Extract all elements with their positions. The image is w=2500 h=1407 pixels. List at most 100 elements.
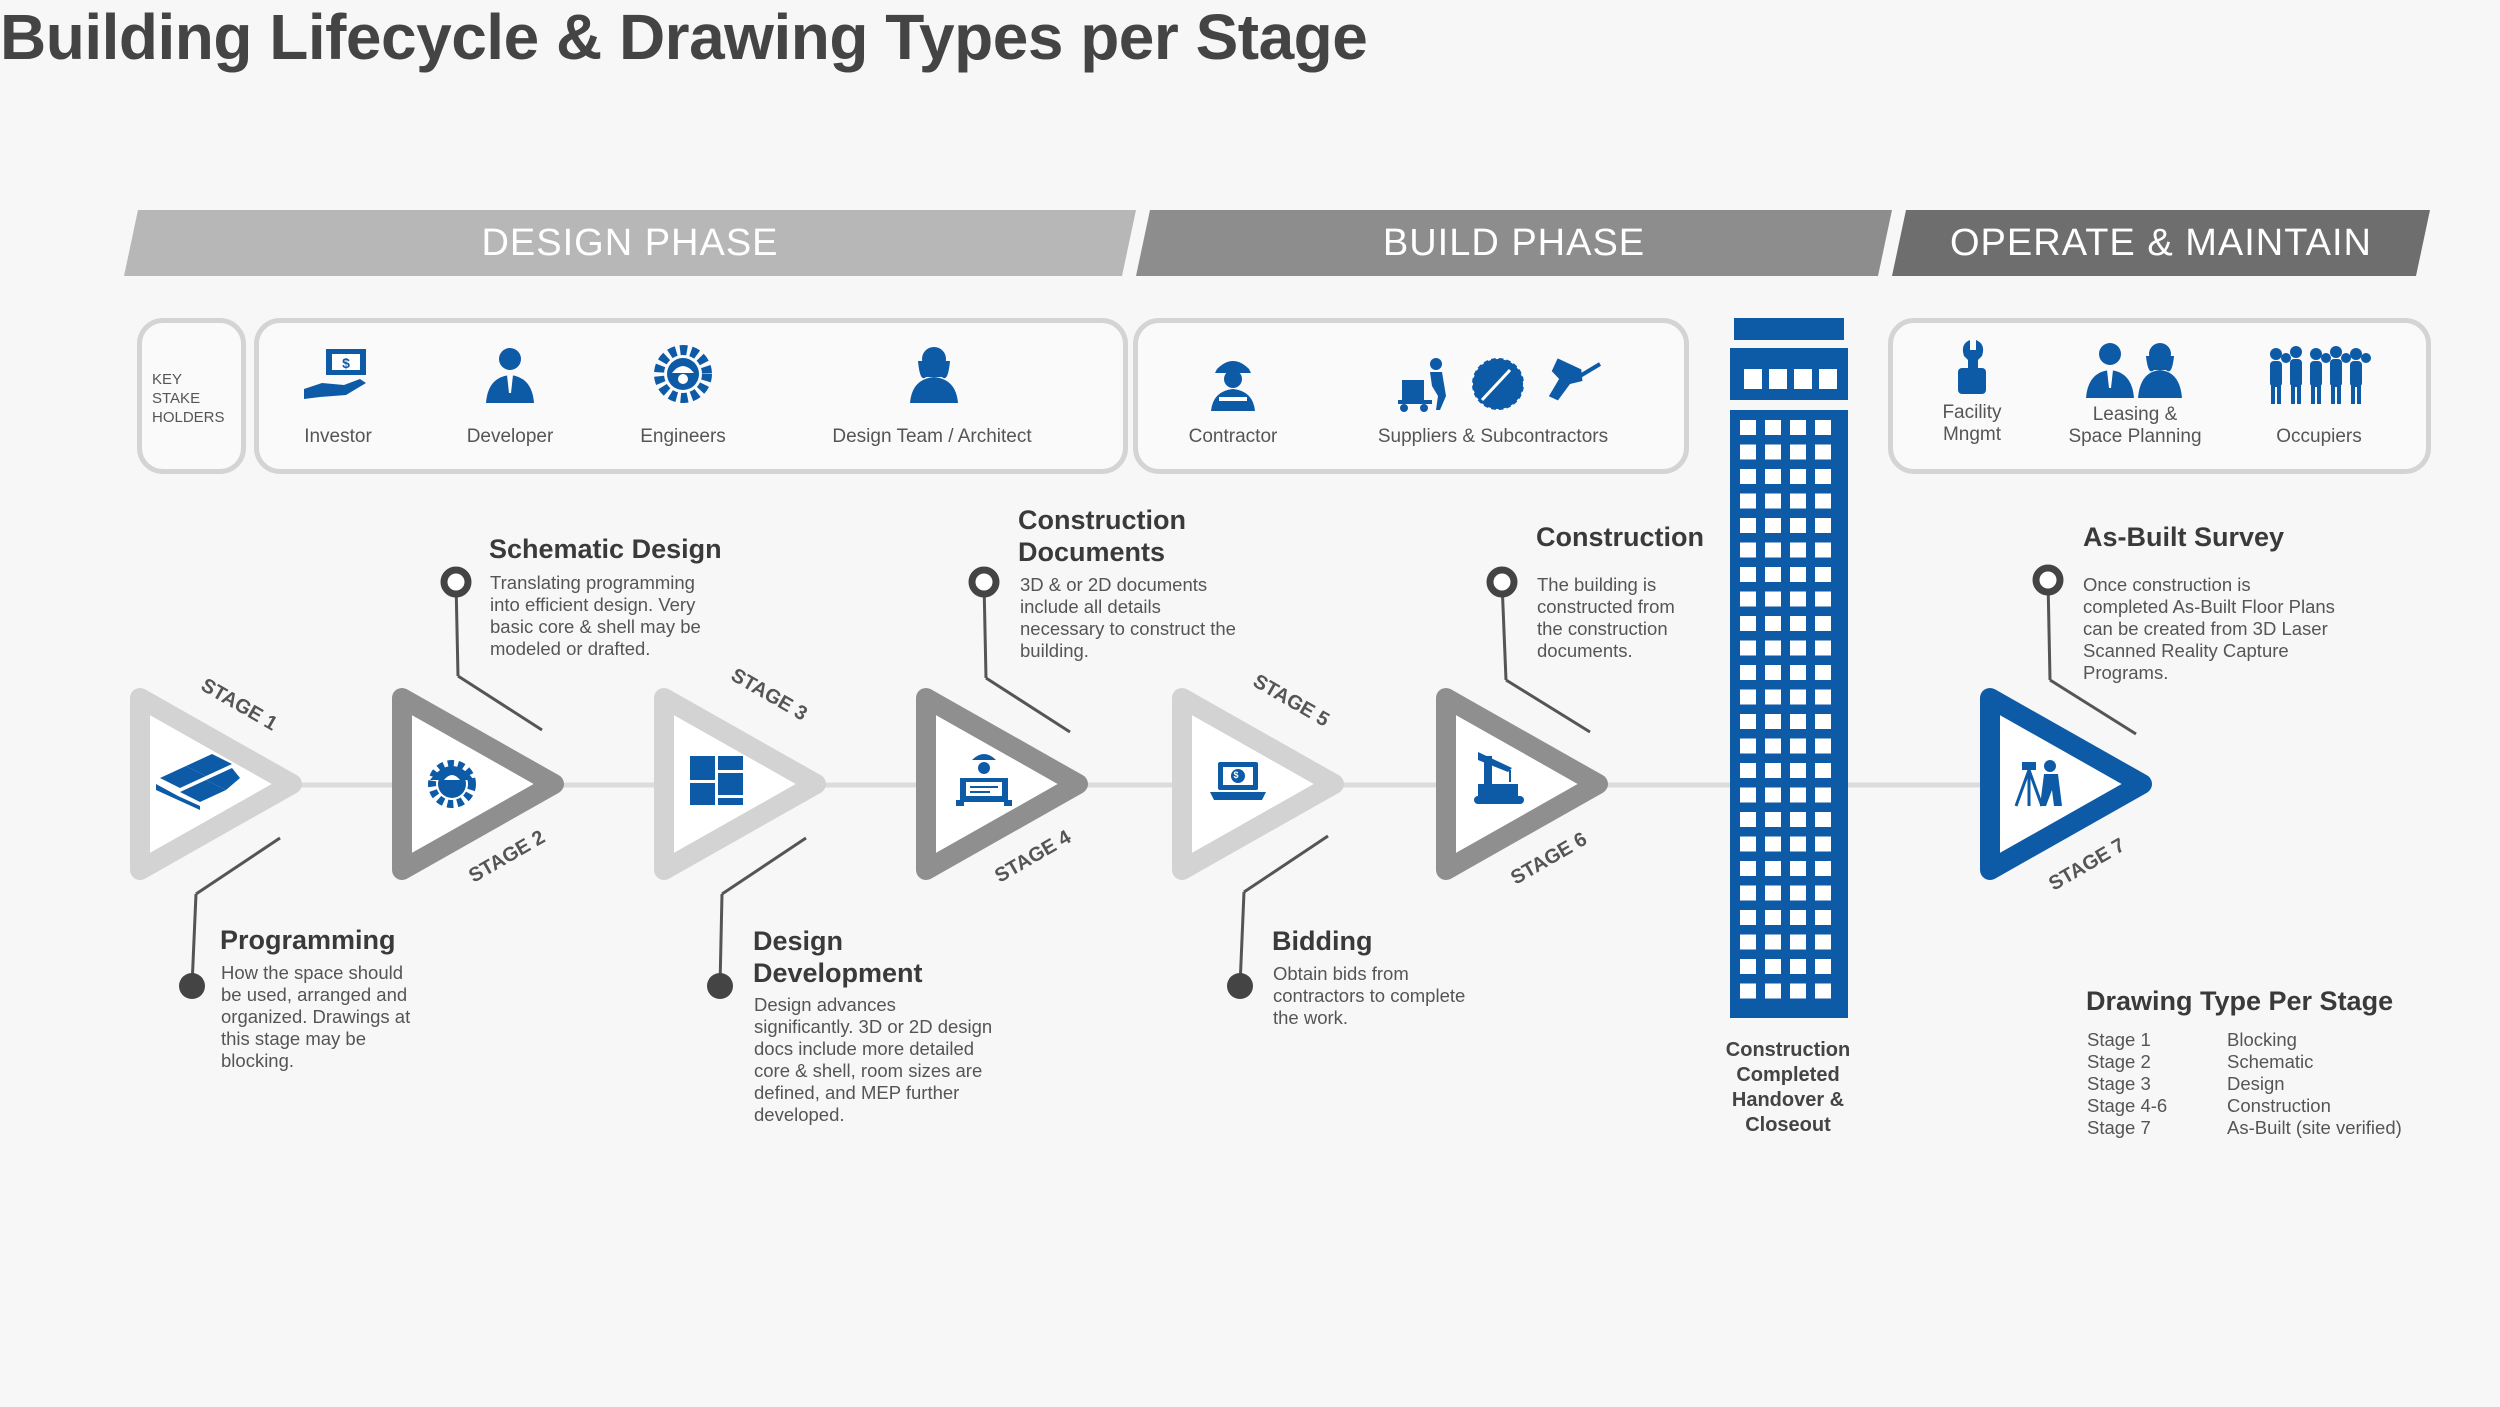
- tower-window: [1815, 444, 1831, 460]
- tower-window: [1815, 591, 1831, 607]
- desc-line: 3D & or 2D documents: [1020, 574, 1208, 595]
- tower-window: [1765, 738, 1781, 754]
- table-cell: Stage 4-6: [2087, 1095, 2168, 1116]
- table-cell: Stage 1: [2087, 1029, 2151, 1050]
- money-hand-icon: $: [304, 349, 366, 399]
- stage-3-marker: [707, 973, 733, 999]
- tower-window: [1815, 983, 1831, 999]
- tower-window: [1740, 469, 1756, 484]
- tower-window: [1765, 689, 1781, 705]
- label-line: Facility: [1942, 402, 2002, 423]
- desc-line: How the space should: [221, 962, 404, 983]
- tower-window: [1815, 542, 1831, 558]
- key-stakeholders-box: [137, 318, 246, 474]
- desc-line: defined, and MEP further: [754, 1082, 960, 1103]
- tower-window: [1790, 738, 1806, 754]
- drawing-type-type-column: Blocking Schematic Design Construction A…: [2227, 1029, 2402, 1139]
- tower-window: [1740, 518, 1756, 533]
- tower-window: [1790, 567, 1806, 582]
- desc-line: docs include more detailed: [754, 1038, 975, 1059]
- stage-6-marker: [1486, 566, 1518, 598]
- tower-window: [1815, 567, 1831, 582]
- desc-line: Programs.: [2083, 662, 2169, 683]
- key-stakeholders-label: KEY STAKE HOLDERS: [152, 370, 225, 427]
- build-phase-banner: BUILD PHASE: [1136, 210, 1892, 276]
- tower-window: [1815, 689, 1831, 705]
- tower-window: [1765, 910, 1781, 925]
- stage-2-triangle: [392, 688, 564, 880]
- tower-window: [1790, 542, 1806, 558]
- operate-phase-banner: OPERATE & MAINTAIN: [1892, 210, 2430, 276]
- svg-text:$: $: [1233, 770, 1238, 780]
- title-line: Construction: [1536, 522, 1704, 552]
- desc-line: developed.: [754, 1104, 845, 1125]
- facility-wrench-icon: [1958, 340, 1986, 394]
- tower-window: [1740, 910, 1756, 925]
- desc-line: blocking.: [221, 1050, 295, 1071]
- label-line: Mngmt: [1942, 424, 2002, 445]
- gear-helmet-icon: [428, 760, 476, 808]
- tower-window: [1740, 738, 1756, 754]
- tower-window: [1765, 763, 1781, 778]
- stage-6-triangle: [1436, 688, 1608, 880]
- key-label-line: STAKE: [152, 390, 201, 407]
- tower-window: [1790, 787, 1806, 803]
- stage-5-marker: [1227, 973, 1253, 999]
- supplier-cart-icon: [1398, 358, 1446, 412]
- desc-line: Scanned Reality Capture: [2083, 640, 2289, 661]
- drawing-type-title: Drawing Type Per Stage: [2086, 986, 2394, 1016]
- stage-3-tag: STAGE 3: [727, 664, 811, 725]
- tower-window: [1790, 665, 1806, 680]
- desc-line: can be created from 3D Laser: [2083, 618, 2328, 639]
- table-cell: Design: [2227, 1073, 2285, 1094]
- tower-window: [1790, 959, 1806, 974]
- tower-window: [1765, 812, 1781, 827]
- tower-window: [1790, 836, 1806, 852]
- title-line: Construction: [1018, 505, 1186, 535]
- table-cell: Construction: [2227, 1095, 2331, 1116]
- tower-window: [1815, 493, 1831, 509]
- stakeholder-developer: Developer: [466, 426, 554, 447]
- design-phase-banner: DESIGN PHASE: [124, 210, 1136, 276]
- tower-window: [1815, 420, 1831, 435]
- stage-7-triangle: [1980, 688, 2152, 880]
- stakeholder-design-team: Design Team / Architect: [832, 426, 1032, 447]
- desc-line: building.: [1020, 640, 1089, 661]
- tower-window: [1740, 885, 1756, 901]
- tower-window: [1765, 567, 1781, 582]
- tower-window: [1815, 640, 1831, 656]
- tower-window: [1765, 420, 1781, 435]
- tower-window: [1790, 689, 1806, 705]
- tower-window: [1815, 836, 1831, 852]
- title-line: Programming: [220, 925, 396, 955]
- label-line: Leasing &: [2092, 404, 2178, 425]
- desc-line: basic core & shell may be: [490, 616, 701, 637]
- tower-window: [1790, 714, 1806, 729]
- tower-window: [1815, 787, 1831, 803]
- handover-line: Construction: [1725, 1039, 1851, 1061]
- leasing-people-icon: [2086, 343, 2182, 398]
- stage-6-title: Construction: [1536, 521, 1704, 553]
- tower-window: [1790, 934, 1806, 950]
- handover-line: Handover &: [1731, 1089, 1845, 1111]
- tower-window: [1790, 616, 1806, 631]
- table-cell: As-Built (site verified): [2227, 1117, 2402, 1138]
- table-cell: Stage 2: [2087, 1051, 2151, 1072]
- table-cell: Schematic: [2227, 1051, 2314, 1072]
- design-stakeholders-box: [254, 318, 1128, 474]
- desc-line: organized. Drawings at: [221, 1006, 411, 1027]
- desc-line: documents.: [1537, 640, 1633, 661]
- stage-5-tag: STAGE 5: [1249, 670, 1333, 731]
- stage-4-marker: [968, 566, 1000, 598]
- tower-window: [1815, 910, 1831, 925]
- occupiers-crowd-icon: [2270, 346, 2371, 404]
- tower-window: [1790, 861, 1806, 876]
